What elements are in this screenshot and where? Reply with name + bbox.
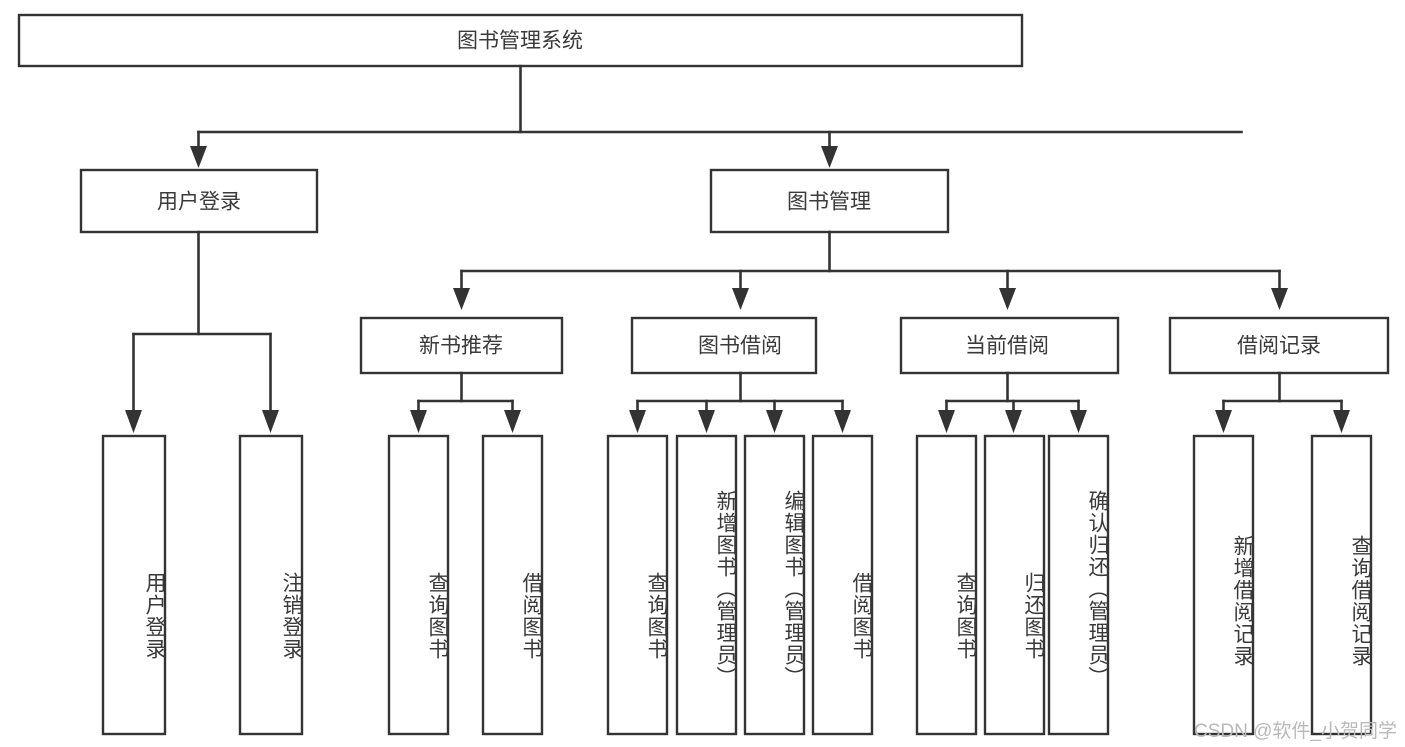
node-current-borrow-box[interactable] xyxy=(899,316,1120,375)
arrow-book-borrow-b4 xyxy=(834,410,851,433)
leaf-box-book-borrow-2[interactable] xyxy=(675,434,738,736)
leaf-box-book-borrow-3[interactable] xyxy=(743,434,806,736)
leaf-box-book-borrow-1[interactable] xyxy=(606,434,669,736)
arrow-new-book-rec-b1 xyxy=(410,410,427,433)
arrow-borrow-record-b2 xyxy=(1333,410,1350,433)
node-new-book-rec-label: 新书推荐 xyxy=(419,335,503,358)
leaf-box-borrow-record-1[interactable] xyxy=(1192,434,1255,736)
node-new-book-rec-box[interactable] xyxy=(359,316,564,375)
node-book-mgmt-label: 图书管理 xyxy=(787,191,871,214)
leaf-box-current-borrow-2[interactable] xyxy=(983,434,1046,736)
arrow-borrow-record-b1 xyxy=(1215,410,1232,433)
leaf-box-user-login-2[interactable] xyxy=(238,434,304,736)
arrow-book-mgmt-b3 xyxy=(999,288,1016,310)
leaf-box-book-borrow-4[interactable] xyxy=(811,434,874,736)
leaf-box-new-book-rec-2[interactable] xyxy=(481,434,544,736)
arrow-current-borrow-b3 xyxy=(1070,410,1087,433)
arrow-new-book-rec-b2 xyxy=(504,410,521,433)
node-book-borrow-box[interactable] xyxy=(630,316,818,375)
arrow-current-borrow-b1 xyxy=(938,410,955,433)
node-book-borrow-label: 图书借阅 xyxy=(698,335,782,358)
arrow-book-borrow-b3 xyxy=(766,410,783,433)
leaf-box-user-login-1[interactable] xyxy=(101,434,167,736)
node-book-mgmt-box[interactable] xyxy=(709,168,950,234)
node-current-borrow-label: 当前借阅 xyxy=(965,335,1049,358)
arrow-user-login-b2 xyxy=(262,410,279,433)
arrow-book-borrow-b2 xyxy=(698,410,715,433)
leaf-box-new-book-rec-1[interactable] xyxy=(387,434,450,736)
arrow-current-borrow-b2 xyxy=(1005,410,1022,433)
arrow-user-login-b1 xyxy=(125,410,142,433)
leaf-box-borrow-record-2[interactable] xyxy=(1310,434,1373,736)
arrow-book-mgmt-b4 xyxy=(1271,288,1288,310)
node-user-login-label: 用户登录 xyxy=(157,191,241,214)
node-root-box[interactable] xyxy=(17,13,1024,68)
node-borrow-record-label: 借阅记录 xyxy=(1237,335,1321,358)
arrow-book-mgmt-b2 xyxy=(732,288,749,310)
arrow-root-to-book-mgmt xyxy=(821,146,838,168)
node-root-label: 图书管理系统 xyxy=(457,30,583,53)
arrow-root-to-user-login xyxy=(190,146,207,168)
csdn-watermark: CSDN @软件_小贺同学 xyxy=(1194,721,1397,742)
arrow-book-borrow-b1 xyxy=(629,410,646,433)
arrow-book-mgmt-b1 xyxy=(453,288,470,310)
node-borrow-record-box[interactable] xyxy=(1168,316,1390,375)
leaf-box-current-borrow-1[interactable] xyxy=(915,434,978,736)
leaf-box-current-borrow-3[interactable] xyxy=(1047,434,1110,736)
